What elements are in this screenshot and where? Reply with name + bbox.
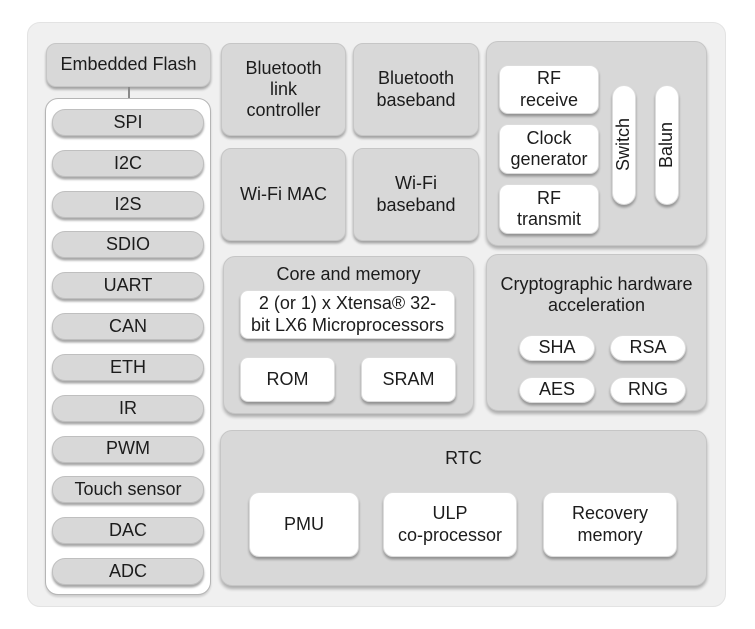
peripheral-item-spi: SPI (52, 109, 204, 136)
peripheral-item-uart: UART (52, 272, 204, 300)
chip-panel: Embedded Flash SPI I2C I2S SDIO UART CAN… (27, 22, 726, 607)
peripheral-item-ir: IR (52, 394, 204, 422)
rf-receive-label: RF receive (519, 68, 579, 110)
rf-switch-block: Switch (612, 85, 636, 205)
peripheral-label: ETH (110, 356, 146, 377)
sha-block: SHA (519, 335, 595, 361)
aes-label: AES (538, 379, 576, 400)
wifi-mac-block: Wi-Fi MAC (221, 148, 346, 241)
peripheral-bus-container: SPI I2C I2S SDIO UART CAN ETH IR PWM Tou… (45, 98, 211, 595)
core-memory-title: Core and memory (276, 264, 421, 284)
peripheral-label: IR (119, 397, 137, 418)
rf-transmit-label: RF transmit (516, 187, 581, 229)
crypto-section: Cryptographic hardware acceleration SHA … (486, 254, 707, 411)
rng-block: RNG (610, 377, 686, 403)
rf-receive-block: RF receive (499, 65, 599, 114)
wifi-baseband-label: Wi-Fi baseband (376, 173, 456, 215)
rtc-section: RTC PMU ULP co-processor Recovery memory (220, 430, 707, 586)
peripheral-item-touch-sensor: Touch sensor (52, 476, 204, 504)
sram-label: SRAM (382, 368, 435, 389)
embedded-flash-block: Embedded Flash (46, 43, 211, 87)
rsa-block: RSA (610, 335, 686, 361)
embedded-flash-label: Embedded Flash (60, 54, 197, 75)
rom-label: ROM (266, 368, 309, 389)
bluetooth-link-controller-label: Bluetooth link controller (245, 57, 322, 121)
recovery-memory-block: Recovery memory (543, 492, 677, 557)
rf-switch-label: Switch (613, 118, 634, 172)
xtensa-cpu-block: 2 (or 1) x Xtensa® 32- bit LX6 Microproc… (240, 290, 455, 339)
peripheral-label: I2S (114, 193, 142, 214)
rf-section: RF receive Clock generator RF transmit S… (486, 41, 707, 246)
wifi-mac-label: Wi-Fi MAC (240, 183, 327, 204)
ulp-coprocessor-block: ULP co-processor (383, 492, 517, 557)
recovery-memory-label: Recovery memory (571, 503, 649, 545)
sha-label: SHA (538, 337, 576, 358)
pmu-label: PMU (284, 513, 324, 534)
bluetooth-baseband-label: Bluetooth baseband (376, 68, 456, 110)
clock-generator-label: Clock generator (510, 127, 588, 169)
rsa-label: RSA (629, 337, 667, 358)
bluetooth-link-controller-block: Bluetooth link controller (221, 43, 346, 136)
rf-transmit-block: RF transmit (499, 184, 599, 234)
clock-generator-block: Clock generator (499, 124, 599, 174)
peripheral-item-dac: DAC (52, 517, 204, 545)
pmu-block: PMU (249, 492, 359, 557)
peripheral-item-eth: ETH (52, 353, 204, 381)
peripheral-label: I2C (113, 152, 142, 173)
balun-block: Balun (655, 85, 679, 205)
xtensa-cpu-label: 2 (or 1) x Xtensa® 32- bit LX6 Microproc… (250, 293, 445, 335)
peripheral-label: UART (103, 275, 153, 296)
peripheral-item-adc: ADC (52, 557, 204, 585)
peripheral-item-can: CAN (52, 313, 204, 341)
peripheral-label: PWM (106, 438, 150, 459)
ulp-coprocessor-label: ULP co-processor (397, 503, 503, 545)
rng-label: RNG (628, 379, 668, 400)
core-memory-section: Core and memory 2 (or 1) x Xtensa® 32- b… (223, 256, 474, 414)
crypto-title: Cryptographic hardware acceleration (500, 274, 693, 316)
peripheral-label: DAC (108, 520, 147, 541)
peripheral-item-i2c: I2C (52, 149, 204, 177)
peripheral-label: CAN (108, 316, 147, 337)
peripheral-label: Touch sensor (74, 479, 182, 500)
wifi-baseband-block: Wi-Fi baseband (353, 148, 479, 241)
peripheral-item-i2s: I2S (52, 190, 204, 218)
bluetooth-baseband-block: Bluetooth baseband (353, 43, 479, 136)
peripheral-item-sdio: SDIO (52, 231, 204, 259)
rtc-title: RTC (445, 448, 482, 468)
rom-block: ROM (240, 357, 335, 402)
peripheral-label: SPI (113, 111, 143, 132)
sram-block: SRAM (361, 357, 456, 402)
peripheral-item-pwm: PWM (52, 435, 204, 463)
peripheral-label: ADC (108, 560, 147, 581)
peripheral-label: SDIO (105, 234, 150, 255)
aes-block: AES (519, 377, 595, 403)
balun-label: Balun (656, 121, 677, 169)
flash-connector-line (128, 87, 130, 100)
